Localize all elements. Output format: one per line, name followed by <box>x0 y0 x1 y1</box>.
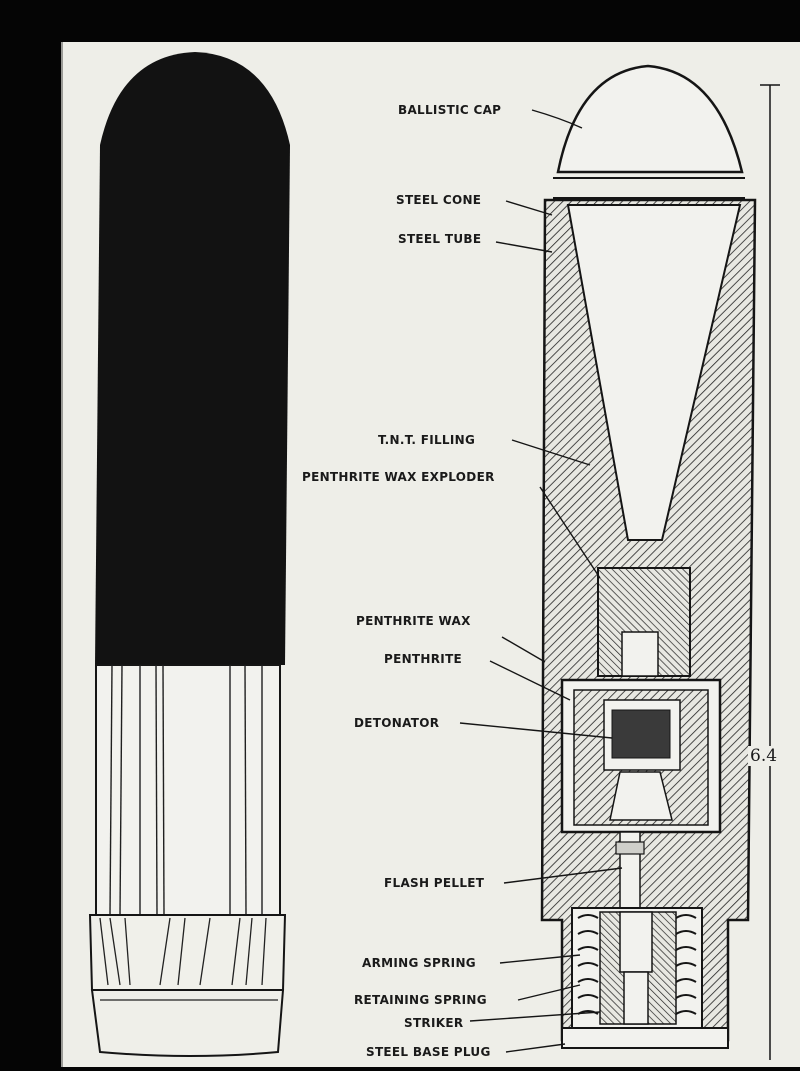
leader-lines <box>459 109 623 1053</box>
exterior-view <box>88 52 290 1057</box>
label-tnt-filling: T.N.T. FILLING <box>378 433 476 447</box>
dimension-line <box>760 84 780 1060</box>
label-arming-spring: ARMING SPRING <box>362 956 476 970</box>
label-penthrite-wax: PENTHRITE WAX <box>356 614 471 628</box>
label-detonator: DETONATOR <box>354 716 440 730</box>
cutaway-view <box>540 64 757 1049</box>
dimension-label: 6.4 <box>748 746 780 766</box>
label-penthrite-wax-exploder: PENTHRITE WAX EXPLODER <box>302 470 495 484</box>
label-retaining-spring: RETAINING SPRING <box>354 993 487 1007</box>
label-steel-tube: STEEL TUBE <box>398 232 482 246</box>
label-ballistic-cap: BALLISTIC CAP <box>398 103 502 117</box>
label-flash-pellet: FLASH PELLET <box>384 876 485 890</box>
label-penthrite: PENTHRITE <box>384 652 463 666</box>
label-steel-base-plug: STEEL BASE PLUG <box>366 1045 491 1059</box>
label-striker: STRIKER <box>404 1016 464 1030</box>
label-steel-cone: STEEL CONE <box>396 193 482 207</box>
